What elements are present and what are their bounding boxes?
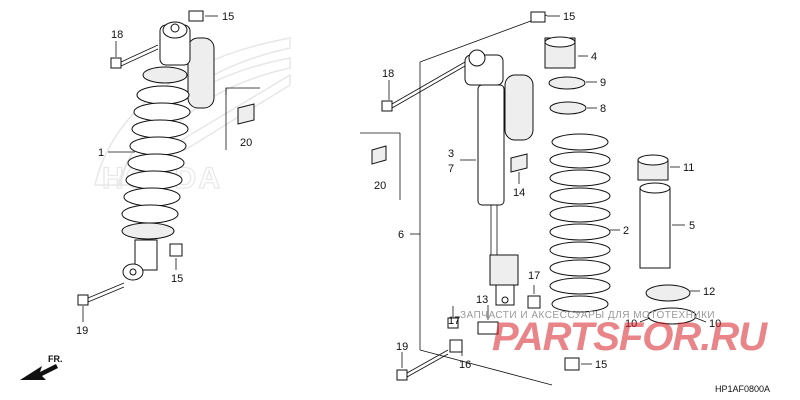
nut-15-right-bottom	[564, 357, 580, 371]
ref-label: 20	[240, 137, 252, 149]
bushing-17-right	[527, 295, 541, 309]
ref-label: 20	[374, 180, 386, 192]
ref-label: 19	[396, 341, 408, 353]
stopper-plate-10	[647, 307, 697, 325]
lock-nut-8	[549, 101, 587, 115]
ref-label: 18	[111, 29, 123, 41]
watermark-logo: PARTSFOR.RU	[492, 315, 768, 359]
diagram-code: HP1AF0800A	[715, 384, 770, 394]
ref-label: 8	[600, 103, 606, 115]
nut-15-right-top	[530, 11, 546, 23]
damper-body	[464, 49, 534, 306]
dust-boot-5	[639, 182, 671, 269]
ref-label: 18	[382, 68, 394, 80]
spring-adjuster-4	[544, 36, 576, 69]
collar-13	[477, 321, 499, 335]
ref-label: 3	[448, 148, 454, 160]
ref-label: 15	[222, 11, 234, 23]
ref-label: 15	[171, 273, 183, 285]
ref-label: 17	[448, 315, 460, 327]
ref-label: 17	[528, 270, 540, 282]
ref-label: 15	[563, 11, 575, 23]
nut-15-left-top	[188, 10, 204, 22]
decal-20-right: 20	[360, 132, 401, 200]
bump-stop-11	[637, 154, 669, 181]
spring-seat-12	[645, 284, 691, 302]
ref-label: 12	[703, 286, 715, 298]
bolt-19-left	[77, 282, 125, 306]
ref-label: 6	[398, 229, 404, 241]
assembly-spring	[121, 66, 191, 240]
ref-label: 16	[459, 359, 471, 371]
ref-label: 19	[76, 325, 88, 337]
ref-label: 11	[683, 162, 694, 174]
exploded-group-outline	[410, 14, 553, 386]
watermark-tagline: ЗАПЧАСТИ И АКСЕССУАРЫ ДЛЯ МОТОТЕХНИКИ	[460, 310, 715, 321]
ref-label: 14	[513, 187, 525, 199]
bushing-16	[449, 339, 463, 353]
bolt-18-right	[381, 61, 466, 112]
front-direction-indicator: FR.	[20, 354, 63, 380]
decal-20-left: 20	[225, 87, 260, 150]
partsfor-watermark: PARTSFOR.RU ЗАПЧАСТИ И АКСЕССУАРЫ ДЛЯ МО…	[460, 310, 769, 359]
ref-label: 4	[591, 51, 597, 63]
ref-label: 5	[689, 220, 695, 232]
bolt-19-right	[396, 349, 449, 381]
ref-label: 15	[595, 359, 607, 371]
shock-assembly-complete	[121, 21, 215, 281]
nut-15-left-bottom	[169, 243, 183, 257]
ref-label: 10	[709, 318, 721, 330]
ref-label: 2	[623, 225, 629, 237]
bolt-18-left	[110, 44, 159, 69]
front-direction-label: FR.	[48, 354, 63, 364]
ref-label: 1	[98, 147, 104, 159]
ref-label: 7	[448, 163, 454, 175]
ref-label: 13	[476, 294, 488, 306]
ref-label: 10	[625, 318, 637, 330]
lock-nut-9	[548, 76, 586, 90]
ref-label: 9	[600, 77, 606, 89]
spring-2	[549, 133, 611, 313]
decal-14: 14	[510, 153, 528, 199]
